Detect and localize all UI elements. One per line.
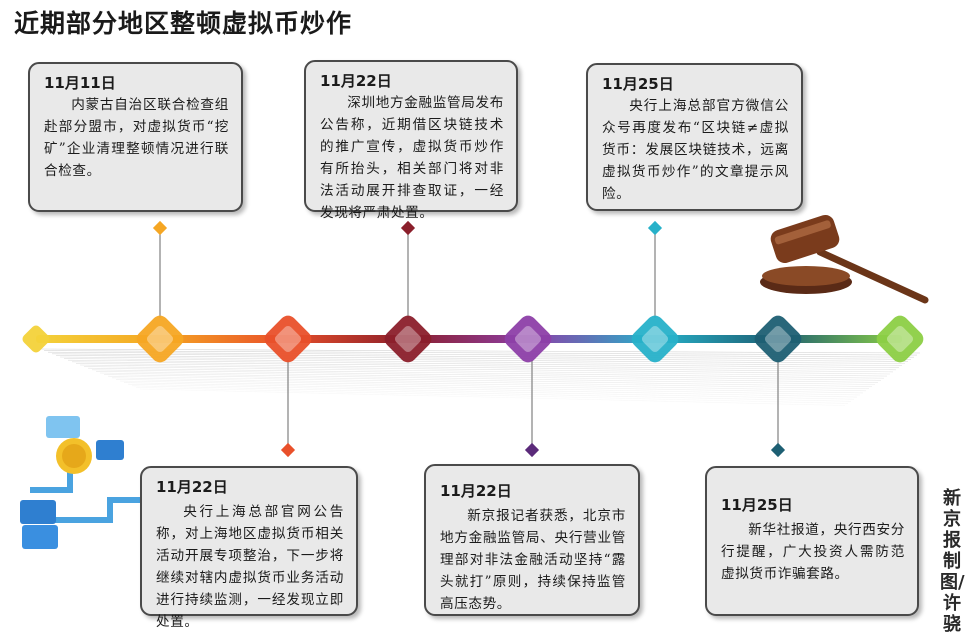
event-card-1: 11月11日 内蒙古自治区联合检查组赴部分盟市，对虚拟货币“挖矿”企业清理整顿情…: [28, 62, 243, 212]
timeline-node: [384, 315, 432, 363]
event-text: 内蒙古自治区联合检查组赴部分盟市，对虚拟货币“挖矿”企业清理整顿情况进行联合检查…: [44, 97, 229, 179]
timeline-node: [22, 325, 50, 353]
timeline-node-highlight: [764, 325, 792, 353]
event-card-6: 11月25日 新华社报道，央行西安分行提醒，广大投资人需防范虚拟货币诈骗套路。: [705, 466, 919, 616]
timeline-node: [631, 315, 679, 363]
timeline-node: [504, 315, 552, 363]
connector-dot: [770, 442, 786, 458]
event-text: 央行上海总部官网公告称，对上海地区虚拟货币相关活动开展专项整治，下一步将继续对辖…: [156, 504, 344, 630]
page-title: 近期部分地区整顿虚拟币炒作: [14, 9, 353, 38]
event-date: 11月11日: [44, 74, 116, 92]
event-text: 深圳地方金融监管局发布公告称，近期借区块链技术的推广宣传，虚拟货币炒作有所抬头，…: [320, 95, 504, 221]
connector-dot: [524, 442, 540, 458]
crypto-network-icon: [20, 416, 140, 549]
image-credit: 新京报制图/许骁: [940, 488, 965, 635]
timeline-node: [264, 315, 312, 363]
event-date: 11月22日: [320, 72, 392, 90]
connector-dot: [280, 442, 296, 458]
timeline-node-highlight: [641, 325, 669, 353]
timeline-node: [754, 315, 802, 363]
timeline-node: [136, 315, 184, 363]
timeline-bar: [36, 335, 902, 343]
timeline-node: [876, 315, 924, 363]
event-date: 11月22日: [156, 478, 228, 496]
event-date: 11月22日: [440, 482, 512, 500]
event-card-2: 11月22日 深圳地方金融监管局发布公告称，近期借区块链技术的推广宣传，虚拟货币…: [304, 60, 518, 221]
event-card-3: 11月25日 央行上海总部官方微信公众号再度发布“区块链≠虚拟货币：发展区块链技…: [586, 63, 803, 211]
connector-dot: [647, 220, 663, 236]
timeline-node-highlight: [394, 325, 422, 353]
event-date: 11月25日: [721, 496, 793, 514]
connector-dot: [400, 220, 416, 236]
connector-dot: [152, 220, 168, 236]
gavel-icon: [760, 214, 929, 304]
timeline-node-highlight: [886, 325, 914, 353]
event-card-4: 11月22日 央行上海总部官网公告称，对上海地区虚拟货币相关活动开展专项整治，下…: [140, 466, 358, 630]
event-card-5: 11月22日 新京报记者获悉，北京市地方金融监管局、央行营业管理部对非法金融活动…: [424, 464, 640, 616]
timeline-node-highlight: [274, 325, 302, 353]
event-text: 新京报记者获悉，北京市地方金融监管局、央行营业管理部对非法金融活动坚持“露头就打…: [440, 508, 626, 612]
event-text: 央行上海总部官方微信公众号再度发布“区块链≠虚拟货币：发展区块链技术，远离虚拟货…: [602, 98, 789, 202]
timeline-node-highlight: [514, 325, 542, 353]
event-text: 新华社报道，央行西安分行提醒，广大投资人需防范虚拟货币诈骗套路。: [721, 522, 905, 582]
event-date: 11月25日: [602, 75, 674, 93]
timeline-node-highlight: [146, 325, 174, 353]
